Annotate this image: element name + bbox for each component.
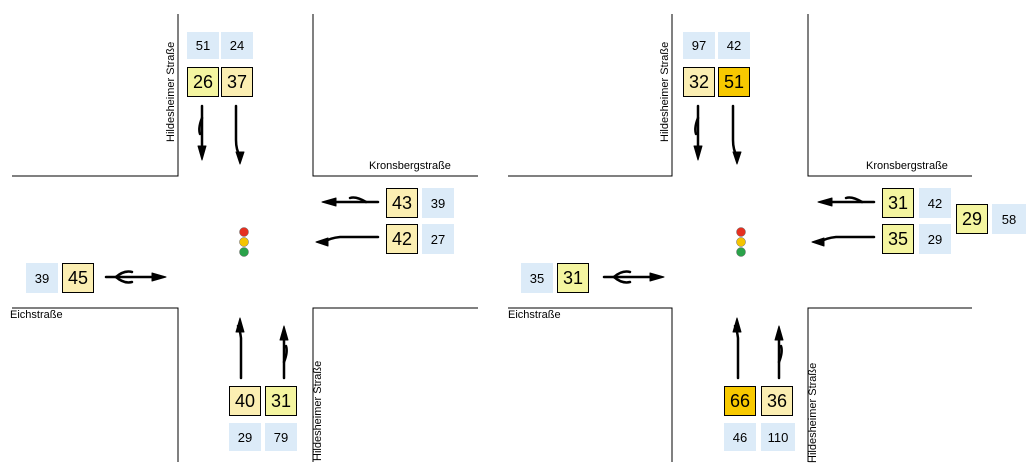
lane-arrow-left-straight [732, 317, 742, 380]
queue-length: 40 [229, 386, 261, 416]
lane-arrow-left-straight [235, 317, 245, 380]
traffic-light-icon [736, 227, 746, 257]
street-label-north: Hildesheimer Straße [659, 41, 671, 142]
vehicle-count: 110 [761, 423, 795, 451]
lane-arrow-straight-left [731, 104, 742, 165]
vehicle-count: 35 [521, 263, 553, 293]
lane-arrow-all-directions [104, 270, 167, 284]
street-label-north: Hildesheimer Straße [165, 41, 177, 142]
road-edge [508, 14, 673, 177]
vehicle-count: 42 [718, 32, 750, 59]
road-edge [12, 307, 179, 462]
lane-arrow-straight-right [279, 325, 289, 380]
vehicle-count: 27 [422, 224, 454, 254]
queue-length: 35 [882, 224, 914, 254]
lane-arrow-straight-left-turn [817, 196, 876, 207]
road-edge [12, 14, 179, 177]
queue-length: 26 [187, 67, 219, 97]
queue-length: 31 [557, 263, 589, 293]
road-edge [807, 307, 972, 462]
vehicle-count-total: 58 [992, 204, 1026, 234]
lane-arrow-straight-right [197, 104, 207, 161]
queue-length: 45 [62, 263, 94, 293]
lane-arrow-straight-right [774, 325, 784, 380]
lane-arrow-left-turn [315, 235, 380, 247]
lane-arrow-straight-left [234, 104, 245, 165]
queue-length: 32 [683, 67, 715, 97]
road-edge [312, 14, 478, 177]
road-edge [508, 307, 673, 462]
lane-arrow-all-directions [602, 270, 665, 284]
vehicle-count: 39 [26, 263, 58, 293]
vehicle-count: 42 [919, 188, 951, 218]
queue-length: 51 [718, 67, 750, 97]
queue-length: 31 [265, 386, 297, 416]
queue-length: 43 [386, 188, 418, 218]
vehicle-count: 29 [229, 423, 261, 451]
lane-arrow-left-turn [811, 235, 876, 247]
street-label-south: Hildesheimer Straße [312, 360, 324, 461]
vehicle-count: 24 [221, 32, 253, 59]
vehicle-count: 39 [422, 188, 454, 218]
queue-length: 36 [761, 386, 793, 416]
vehicle-count: 46 [724, 423, 756, 451]
lane-arrow-straight-left-turn [321, 196, 380, 207]
queue-length-total: 29 [956, 204, 988, 234]
queue-length: 31 [882, 188, 914, 218]
road-edge [807, 14, 972, 177]
vehicle-count: 51 [187, 32, 219, 59]
traffic-light-icon [239, 227, 249, 257]
vehicle-count: 29 [919, 224, 951, 254]
street-label-west: Eichstraße [508, 309, 561, 321]
lane-arrow-straight-right [693, 104, 703, 161]
queue-length: 42 [386, 224, 418, 254]
street-label-east: Kronsbergstraße [369, 160, 451, 172]
street-label-south: Hildesheimer Straße [807, 362, 819, 463]
street-label-west: Eichstraße [10, 309, 63, 321]
vehicle-count: 79 [265, 423, 297, 451]
queue-length: 66 [724, 386, 756, 416]
vehicle-count: 97 [683, 32, 715, 59]
road-edge [312, 307, 478, 462]
street-label-east: Kronsbergstraße [866, 160, 948, 172]
queue-length: 37 [221, 67, 253, 97]
